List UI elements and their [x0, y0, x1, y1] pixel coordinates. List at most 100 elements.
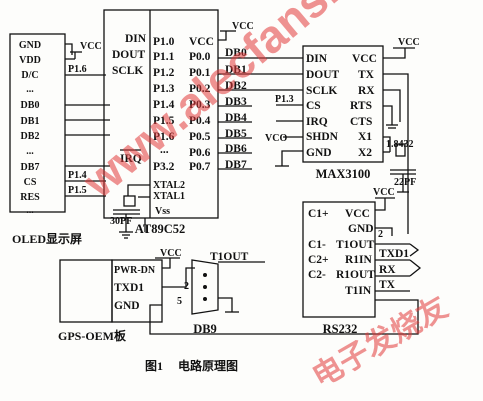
oled-pin-dots2: ... [26, 146, 34, 157]
oled-pin-res: RES [20, 192, 40, 203]
crystal-label: 1.8432 [386, 139, 414, 150]
mcu-pin-dots: ... [160, 144, 169, 156]
x1-wire [383, 136, 391, 152]
cap22-label: 22PF [394, 177, 416, 188]
gps-label: GPS-OEM板 [58, 328, 127, 343]
gps-box [59, 259, 113, 323]
mcu-pin-p15: P1.5 [153, 115, 175, 127]
oled-pin-db0: DB0 [21, 100, 40, 111]
mcu-pin-p14: P1.4 [153, 99, 175, 111]
max3100-box [302, 45, 384, 163]
oled-pin-db1: DB1 [21, 116, 40, 127]
db9-pin-a [203, 273, 207, 277]
max-pin-tx: TX [358, 69, 375, 81]
mcu-pin-p16: P1.6 [153, 131, 175, 143]
rs-pin-vcc: VCC [345, 208, 370, 220]
rs-pin-t1in: T1IN [345, 285, 372, 297]
rs-net-rx: RX [379, 264, 396, 276]
rs-pin-c1p: C1+ [308, 208, 329, 220]
max-crystal [395, 143, 406, 157]
rs-pin-gnd: GND [348, 223, 374, 235]
max-vcc-wire [383, 48, 406, 59]
mcu-pin-p32: P3.2 [153, 161, 175, 173]
mcu-pin-irq: IRQ [120, 153, 142, 165]
mcu-pin-p00: P0.0 [189, 51, 211, 63]
oled-label: OLED显示屏 [12, 232, 82, 246]
oled-pin-vdd: VDD [19, 55, 41, 66]
oled-vcc-label: VCC [80, 41, 102, 52]
max-pin-rx: RX [358, 85, 375, 97]
max-pin-sclk: SCLK [306, 85, 337, 97]
bus-db5: DB5 [225, 128, 247, 140]
rs-net-txd1: TXD1 [379, 248, 409, 260]
watermark-brand: 电子发烧友 [307, 290, 454, 395]
gps-pin-txd1: TXD1 [114, 282, 144, 294]
max-net-p13: P1.3 [275, 94, 294, 105]
max-pin-rts: RTS [350, 100, 372, 112]
oled-pin-dc: D/C [21, 70, 38, 81]
rs-cross-1 [409, 243, 420, 257]
bus-db3: DB3 [225, 96, 247, 108]
mcu-pin-p07: P0.7 [189, 161, 211, 173]
mcu-pin-sclk: SCLK [112, 65, 143, 77]
cap30-label: 30PF [110, 216, 132, 227]
bus-db7: DB7 [225, 159, 247, 171]
bus-db1: DB1 [225, 64, 247, 76]
max-vcc-label: VCC [398, 37, 420, 48]
rs-pin-r1out: R1OUT [336, 269, 375, 281]
max-pin-din: DIN [306, 53, 328, 65]
rs-vcc-wire [375, 198, 386, 211]
db9-pin-c [203, 297, 207, 301]
mcu-pin-p11: P1.1 [153, 51, 175, 63]
max-pin-x2: X2 [358, 147, 372, 159]
rs-cross-2 [409, 259, 422, 277]
rs-net-tx: TX [379, 279, 396, 291]
gps-vcc-wire [162, 258, 171, 269]
xtal2-wire [127, 184, 150, 196]
gps-txd-wire [162, 267, 195, 288]
mcu-pin-p05: P0.5 [189, 131, 211, 143]
mcu-vcc-wire [218, 31, 227, 41]
max-pin-dout: DOUT [306, 69, 340, 81]
figure-caption: 图1 电路原理图 [145, 358, 238, 373]
mcu-pin-xtal1: XTAL1 [153, 191, 185, 202]
gps-vcc-label: VCC [160, 248, 182, 259]
mcu-pin-p06: P0.6 [189, 147, 211, 159]
mcu-pin-vss: Vss [155, 206, 170, 217]
oled-gnd-wire [65, 43, 73, 55]
rs-vcc-label: VCC [373, 187, 395, 198]
max-pin-x1: X1 [358, 131, 372, 143]
db9-gnd-wire [218, 297, 233, 312]
mcu-crystal [123, 195, 136, 207]
max-pin-cts: CTS [350, 116, 372, 128]
mcu-pin-p02: P0.2 [189, 83, 211, 95]
rs-pin-t1out: T1OUT [336, 239, 375, 251]
rs232-label: RS232 [323, 322, 358, 336]
max-gnd-wire [281, 150, 303, 166]
oled-net-p14: P1.4 [68, 170, 87, 181]
db9-connector [191, 259, 219, 315]
mcu-pin-xtal2: XTAL2 [153, 180, 185, 191]
bus-db4: DB4 [225, 112, 247, 124]
rs-gnd-wire [375, 227, 393, 236]
mcu-pin-p03: P0.3 [189, 99, 211, 111]
mcu-pin-din: DIN [125, 33, 147, 45]
bus-db2: DB2 [225, 80, 247, 92]
bus-db6: DB6 [225, 143, 247, 155]
max-rts-wire [383, 105, 393, 125]
oled-pin-cs: CS [24, 177, 37, 188]
mcu-pin-dout: DOUT [112, 49, 146, 61]
mcu-pin-p04: P0.4 [189, 115, 211, 127]
mcu-label: AT89C52 [135, 222, 185, 236]
oled-net-p16: P1.6 [68, 64, 87, 75]
mcu-pin-vcc: VCC [189, 36, 214, 48]
mcu-pin-p01: P0.1 [189, 67, 211, 79]
oled-pin-dots1: ... [26, 84, 34, 95]
max-pin-vcc: VCC [352, 53, 377, 65]
rs-gnd-pin2: 2 [378, 229, 383, 240]
rs-pin-c2m: C2- [308, 269, 326, 281]
db9-label: DB9 [193, 322, 217, 336]
oled-pin-dots3: ... [26, 205, 34, 216]
